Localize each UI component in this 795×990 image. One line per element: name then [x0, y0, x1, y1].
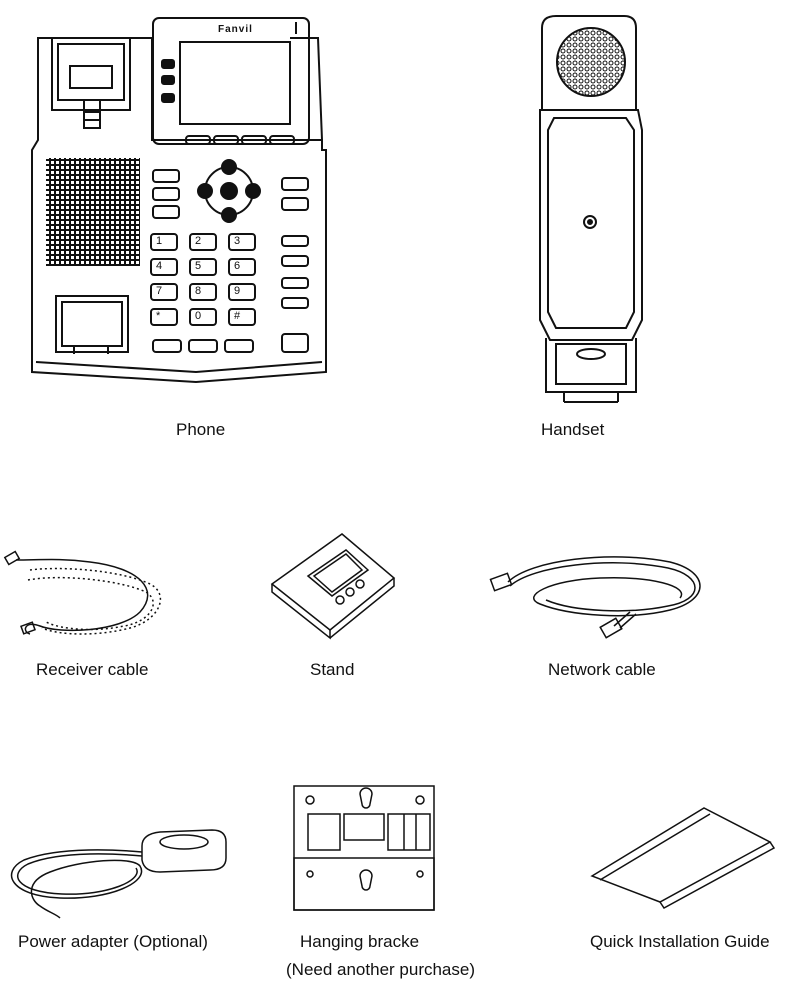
- phone-logo: Fanvil: [218, 24, 253, 35]
- power-adapter-item: Power adapter (Optional): [0, 820, 240, 960]
- receiver-cable-label: Receiver cable: [36, 660, 149, 679]
- key-3: 3: [234, 235, 241, 247]
- power-adapter-label: Power adapter (Optional): [18, 932, 208, 951]
- key-8: 8: [195, 285, 202, 297]
- quick-guide-label: Quick Installation Guide: [590, 932, 770, 951]
- key-1: 1: [156, 235, 163, 247]
- handset-label: Handset: [541, 420, 605, 439]
- network-cable-label: Network cable: [548, 660, 656, 679]
- desk-phone-icon: [0, 0, 360, 400]
- power-adapter-icon: [0, 820, 240, 920]
- key-star: *: [156, 310, 161, 322]
- phone-item: Fanvil 1 2 3 4 5 6 7 8 9 * 0 # Phone: [0, 0, 360, 450]
- hanging-bracket-item: Hanging bracke (Need another purchase): [280, 780, 480, 990]
- key-7: 7: [156, 285, 163, 297]
- quick-guide-item: Quick Installation Guide: [560, 800, 795, 970]
- key-5: 5: [195, 260, 202, 272]
- stand-label: Stand: [310, 660, 355, 679]
- receiver-cable-item: Receiver cable: [0, 540, 200, 690]
- phone-label: Phone: [176, 420, 226, 439]
- handset-item: Handset: [500, 0, 700, 450]
- key-4: 4: [156, 260, 163, 272]
- coiled-cable-icon: [0, 540, 200, 650]
- key-2: 2: [195, 235, 202, 247]
- handset-icon: [500, 0, 700, 410]
- folded-guide-icon: [560, 800, 780, 910]
- key-hash: #: [234, 310, 241, 322]
- stand-item: Stand: [260, 530, 410, 690]
- hanging-bracket-label: Hanging bracke: [300, 932, 420, 951]
- key-6: 6: [234, 260, 241, 272]
- network-cable-item: Network cable: [490, 530, 720, 690]
- hanging-bracket-note: (Need another purchase): [286, 960, 476, 979]
- wall-mount-bracket-icon: [280, 780, 480, 916]
- key-0: 0: [195, 310, 202, 322]
- key-9: 9: [234, 285, 241, 297]
- stand-icon: [260, 530, 410, 640]
- network-cable-icon: [490, 530, 720, 640]
